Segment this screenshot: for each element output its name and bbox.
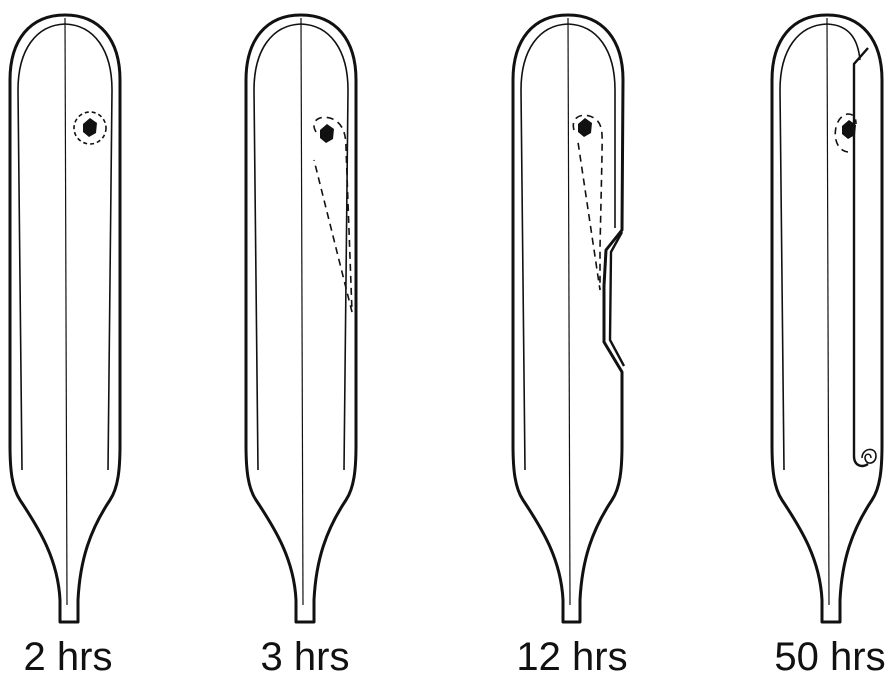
leaf-fold-edge [610, 232, 624, 366]
panel-label: 50 hrs [774, 635, 885, 679]
leaf-panel-50hrs [772, 15, 882, 622]
leaf-panel-2hrs [10, 15, 120, 622]
leaf-panel-12hrs [513, 15, 624, 622]
panel-label: 2 hrs [24, 635, 113, 679]
leaf-panel-3hrs [246, 15, 356, 622]
panel-label: 12 hrs [516, 635, 627, 679]
panel-label: 3 hrs [261, 635, 350, 679]
